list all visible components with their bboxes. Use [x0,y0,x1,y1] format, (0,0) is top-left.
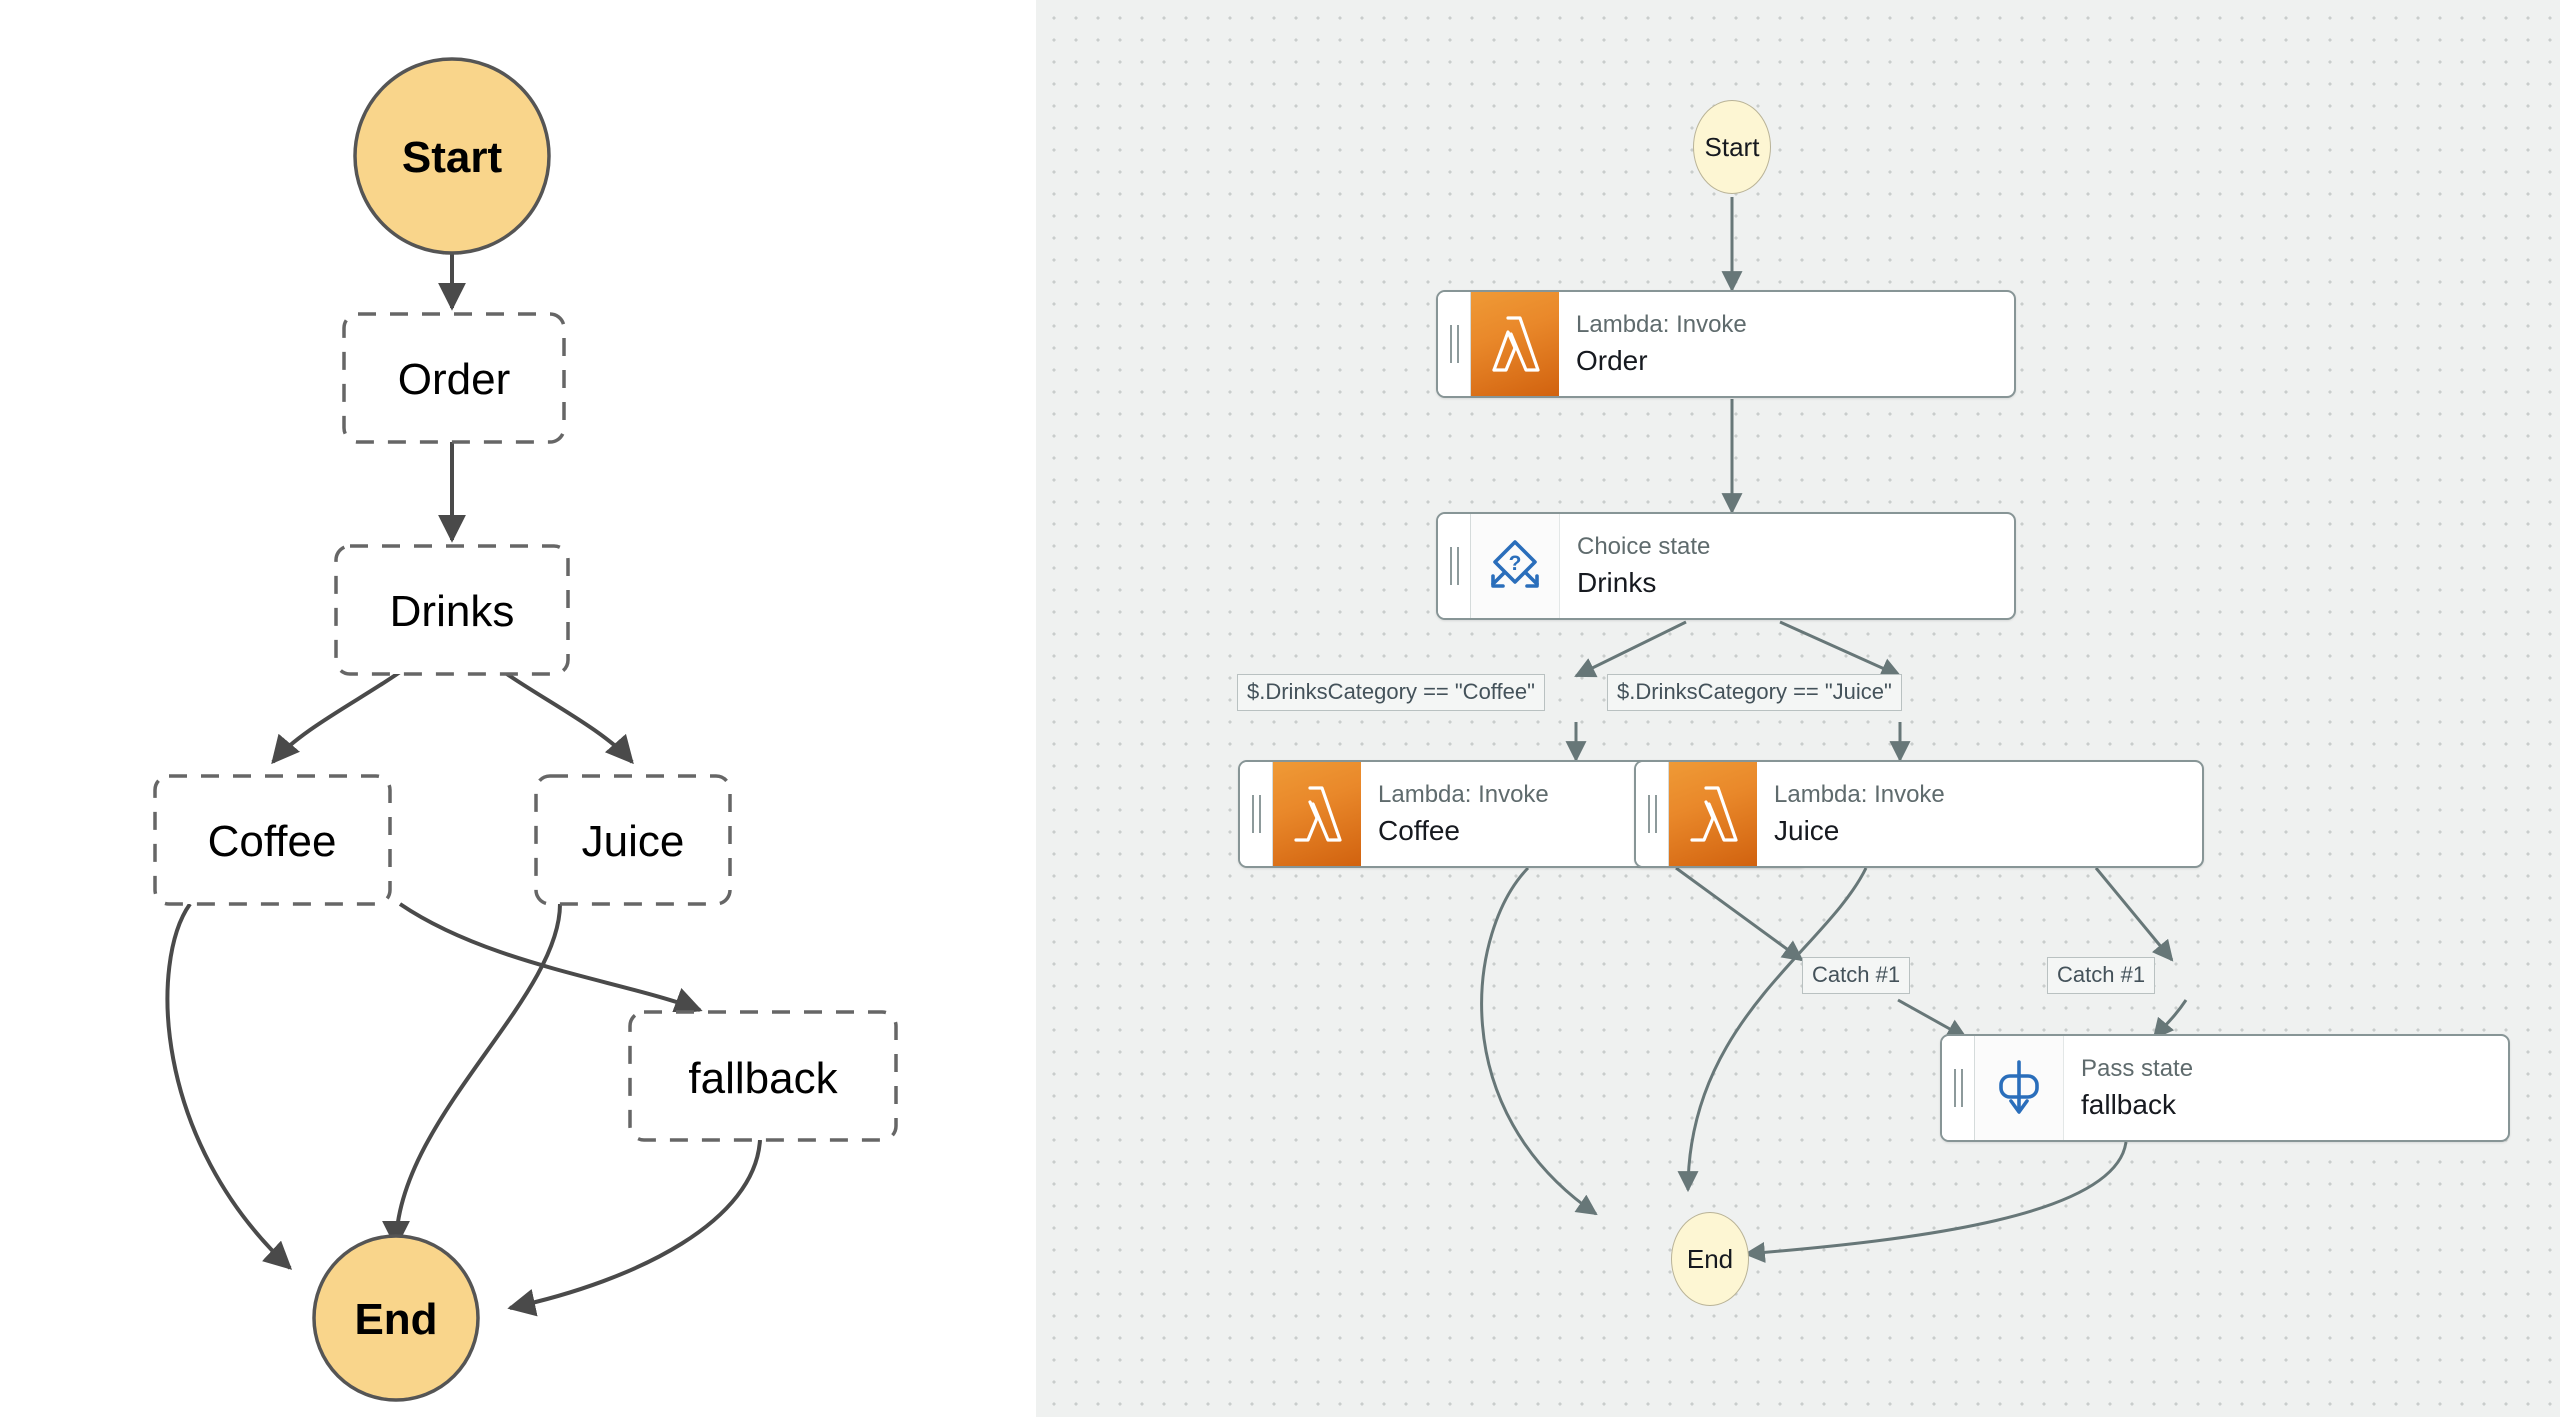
state-card-fallback[interactable]: Pass state fallback [1940,1034,2510,1142]
state-name-label: Drinks [1577,567,1657,598]
edge-label-text: $.DrinksCategory == "Coffee" [1247,679,1535,704]
state-card-order[interactable]: Lambda: Invoke Order [1436,290,2016,398]
drag-grip-handle[interactable] [1240,762,1273,866]
left-node-fallback: fallback [628,1010,898,1142]
state-card-juice[interactable]: Lambda: Invoke Juice [1634,760,2204,868]
lambda-icon [1669,762,1757,866]
lambda-icon [1471,292,1559,396]
left-node-coffee: Coffee [153,774,392,906]
left-node-fallback-label: fallback [688,1054,838,1103]
state-name-label: fallback [2081,1089,2176,1120]
workflow-start-node[interactable]: Start [1693,100,1771,194]
left-node-drinks-label: Drinks [390,587,515,636]
state-name-label: Order [1576,345,1648,376]
left-node-juice: Juice [534,774,732,906]
left-graph-panel: Start Order Drinks Coffee Juice [0,0,1036,1417]
left-node-end: End [312,1234,480,1402]
left-node-order: Order [342,312,566,444]
edge-label-catch-coffee[interactable]: Catch #1 [1802,957,1911,994]
pass-state-icon [1975,1036,2064,1140]
drag-grip-handle[interactable] [1636,762,1669,866]
edge-label-text: Catch #1 [2057,962,2146,987]
state-name-label: Coffee [1378,815,1460,846]
lambda-icon [1273,762,1361,866]
state-type-label: Lambda: Invoke [1576,311,1747,338]
left-graph-svg: Start Order Drinks Coffee Juice [153,57,898,1402]
drag-grip-handle[interactable] [1942,1036,1975,1140]
left-node-coffee-label: Coffee [208,817,337,866]
state-card-drinks-labels: Choice state Drinks [1560,514,2014,618]
state-name-label: Juice [1774,815,1840,846]
left-node-juice-label: Juice [582,817,685,866]
left-node-start-label: Start [402,133,503,182]
state-card-coffee-labels: Lambda: Invoke Coffee [1361,762,1806,866]
state-card-fallback-labels: Pass state fallback [2064,1036,2508,1140]
edge-label-text: Catch #1 [1812,962,1901,987]
state-type-label: Lambda: Invoke [1774,781,1945,808]
workflow-end-node[interactable]: End [1671,1212,1749,1306]
state-card-order-labels: Lambda: Invoke Order [1559,292,2014,396]
left-node-order-label: Order [398,355,510,404]
workflow-studio-canvas[interactable]: Start Lambda: Invoke Order [1036,0,2560,1417]
state-card-drinks[interactable]: ? Choice state Drinks [1436,512,2016,620]
drag-grip-handle[interactable] [1438,514,1471,618]
state-card-juice-labels: Lambda: Invoke Juice [1757,762,2202,866]
state-type-label: Choice state [1577,533,1711,560]
left-node-drinks: Drinks [334,544,570,676]
workflow-end-label: End [1686,1244,1734,1274]
edge-label-condition-juice[interactable]: $.DrinksCategory == "Juice" [1607,674,1902,711]
left-edges [165,214,762,1317]
drag-grip-handle[interactable] [1438,292,1471,396]
state-type-label: Pass state [2081,1055,2194,1082]
left-node-end-label: End [354,1295,437,1344]
choice-diamond-icon: ? [1471,514,1560,618]
state-type-label: Lambda: Invoke [1378,781,1549,808]
svg-text:?: ? [1509,552,1522,575]
left-node-start: Start [353,57,551,255]
workflow-start-label: Start [1704,132,1760,162]
edge-label-catch-juice[interactable]: Catch #1 [2047,957,2156,994]
edge-label-text: $.DrinksCategory == "Juice" [1617,679,1892,704]
edge-label-condition-coffee[interactable]: $.DrinksCategory == "Coffee" [1237,674,1545,711]
